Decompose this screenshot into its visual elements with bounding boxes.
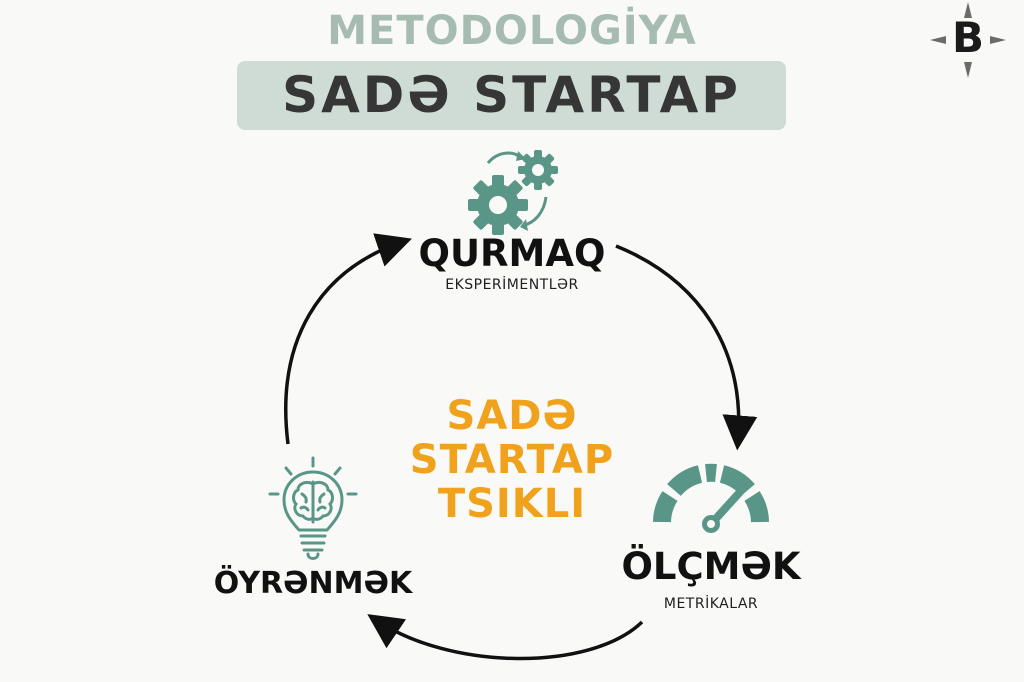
arrow-learn-to-build — [284, 233, 412, 445]
compass-logo-icon — [930, 2, 1006, 78]
arrow-build-to-measure — [615, 244, 758, 451]
center-line-3: TSIKLI — [437, 481, 587, 527]
cycle-center-title: SADƏ STARTAP TSIKLI — [356, 394, 668, 526]
stage-label-build: QURMAQ — [418, 232, 606, 275]
center-line-1: SADƏ — [446, 393, 578, 439]
lightbulb-brain-icon — [268, 456, 358, 560]
gears-icon — [468, 150, 558, 235]
stage-label-learn: ÖYRƏNMƏK — [213, 566, 413, 601]
stage-label-measure: ÖLÇMƏK — [621, 545, 801, 588]
center-line-2: STARTAP — [409, 437, 615, 483]
stage-sub-build: EKSPERİMENTLƏR — [445, 277, 579, 293]
arrow-measure-to-learn — [367, 614, 644, 661]
methodology-subtitle: METODOLOGİYA — [327, 8, 697, 54]
speedometer-icon — [653, 463, 769, 533]
page-title: SADƏ STARTAP — [282, 66, 741, 124]
title-banner — [237, 61, 786, 130]
stage-sub-measure: METRİKALAR — [663, 596, 759, 612]
logo-letter: B — [951, 13, 984, 62]
